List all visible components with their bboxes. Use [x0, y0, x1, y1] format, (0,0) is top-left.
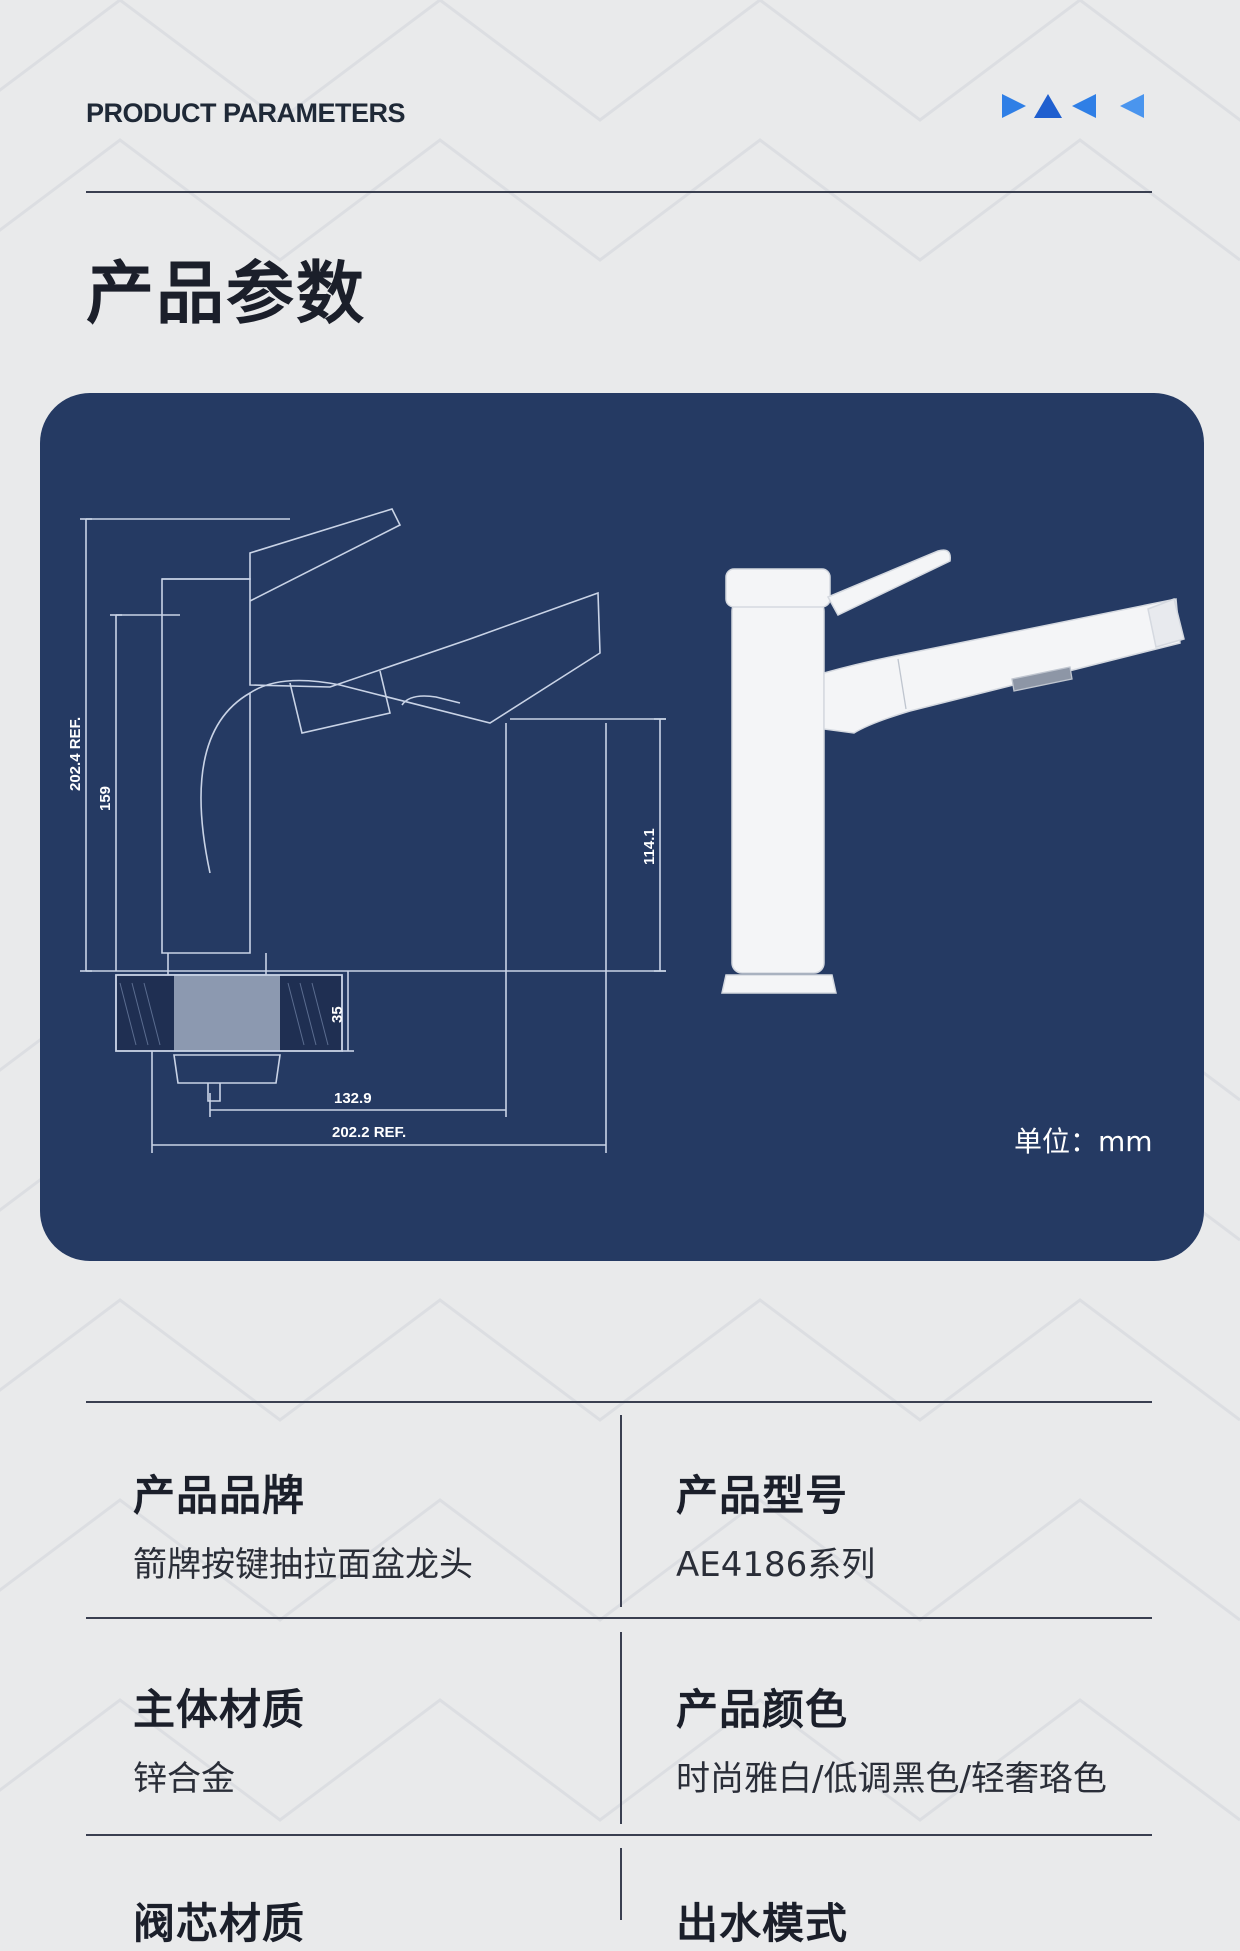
spec-label: 主体材质 — [133, 1685, 306, 1734]
dim-body-height: 159 — [97, 786, 114, 811]
spec-color: 产品颜色 时尚雅白/低调黑色/轻奢珞色 — [676, 1676, 1107, 1800]
spec-value: AE4186系列 — [676, 1545, 876, 1585]
spec-label: 出水模式 — [676, 1899, 849, 1948]
page-title: 产品参数 — [86, 255, 367, 334]
unit-label: 单位：mm — [1014, 1125, 1153, 1158]
spec-body-material: 主体材质 锌合金 — [133, 1676, 305, 1800]
dim-reach: 132.9 — [334, 1090, 372, 1107]
spec-label: 产品品牌 — [133, 1471, 306, 1520]
section-eyebrow: PRODUCT PARAMETERS — [86, 98, 406, 128]
table-top-divider — [86, 1401, 1152, 1403]
spec-label: 产品型号 — [676, 1471, 849, 1520]
table-column-divider — [620, 1415, 622, 1607]
spec-value: 锌合金 — [133, 1759, 235, 1799]
spec-cartridge-material: 阀芯材质 — [133, 1890, 305, 1951]
header-divider — [86, 191, 1152, 193]
table-row-divider — [86, 1834, 1152, 1836]
dim-total-width: 202.2 REF. — [332, 1124, 406, 1141]
spec-brand: 产品品牌 箭牌按键抽拉面盆龙头 — [133, 1462, 473, 1586]
spec-model: 产品型号 AE4186系列 — [676, 1462, 875, 1586]
spec-value: 箭牌按键抽拉面盆龙头 — [133, 1545, 473, 1585]
spec-water-mode: 出水模式 — [676, 1890, 848, 1951]
diagram-panel: 202.4 REF. 159 114.1 35 132.9 202.2 REF. — [40, 393, 1204, 1261]
dim-total-height: 202.4 REF. — [67, 717, 84, 791]
dim-spout-height: 114.1 — [641, 828, 658, 865]
faucet-dimension-drawing: 202.4 REF. 159 114.1 35 132.9 202.2 REF. — [67, 508, 1185, 1153]
table-column-divider — [620, 1632, 622, 1824]
spec-value: 时尚雅白/低调黑色/轻奢珞色 — [676, 1759, 1107, 1799]
table-row-divider — [86, 1617, 1152, 1619]
spec-label: 阀芯材质 — [133, 1899, 306, 1948]
spec-label: 产品颜色 — [676, 1685, 849, 1734]
dim-thread-length: 35 — [329, 1006, 346, 1023]
table-column-divider — [620, 1848, 622, 1920]
triangle-arrows-icon — [1002, 94, 1144, 118]
